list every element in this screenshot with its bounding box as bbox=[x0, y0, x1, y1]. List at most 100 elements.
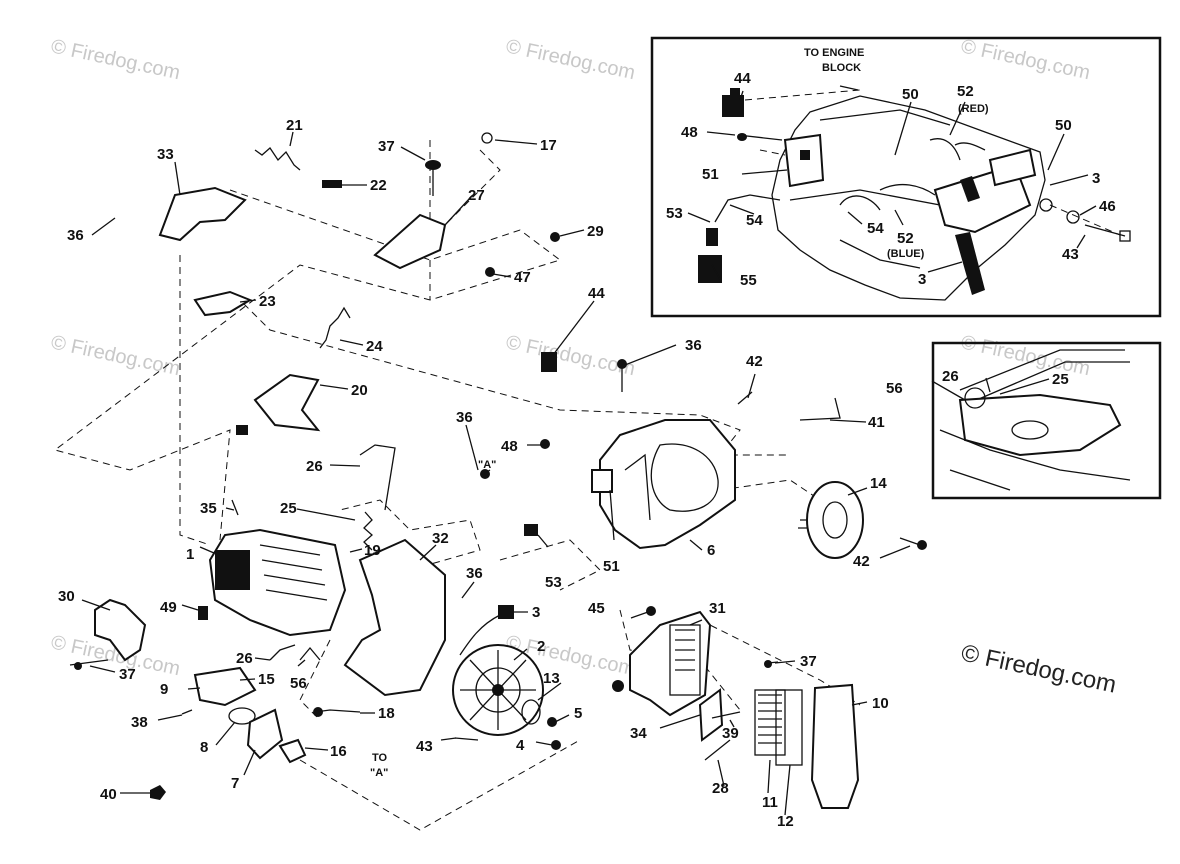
callout-20: 20 bbox=[351, 382, 368, 399]
callout-10: 10 bbox=[872, 695, 889, 712]
callout-3: 3 bbox=[918, 271, 926, 288]
callout-5: 5 bbox=[574, 705, 582, 722]
note-ref-a: "A" bbox=[478, 459, 496, 471]
callout-31: 31 bbox=[709, 600, 726, 617]
note-a: "A" bbox=[370, 767, 388, 779]
callout-34: 34 bbox=[630, 725, 647, 742]
callout-47: 47 bbox=[514, 269, 531, 286]
callout-45: 45 bbox=[588, 600, 605, 617]
note-arrow bbox=[839, 85, 859, 91]
callout-23: 23 bbox=[259, 293, 276, 310]
watermark: © Firedog.com bbox=[49, 331, 182, 380]
callout-44: 44 bbox=[588, 285, 605, 302]
callout-25: 25 bbox=[280, 500, 297, 517]
callout-42: 42 bbox=[746, 353, 763, 370]
callout-6: 6 bbox=[707, 542, 715, 559]
callout-26: 26 bbox=[942, 368, 959, 385]
callout-39: 39 bbox=[722, 725, 739, 742]
callout-32: 32 bbox=[432, 530, 449, 547]
callout-36: 36 bbox=[67, 227, 84, 244]
watermark-large: © Firedog.com bbox=[959, 639, 1119, 698]
callout-44: 44 bbox=[734, 70, 751, 87]
inset-ignition-box bbox=[650, 36, 1162, 318]
callout-19: 19 bbox=[364, 542, 381, 559]
leader-lines bbox=[81, 90, 1097, 816]
callout-27: 27 bbox=[468, 187, 485, 204]
callout-43: 43 bbox=[416, 738, 433, 755]
callout-36: 36 bbox=[456, 409, 473, 426]
callout-2: 2 bbox=[537, 638, 545, 655]
inset-linkage-drawing bbox=[939, 349, 1131, 491]
callout-42: 42 bbox=[853, 553, 870, 570]
callout-54: 54 bbox=[746, 212, 763, 229]
callout-18: 18 bbox=[378, 705, 395, 722]
callout-52: 52 bbox=[897, 230, 914, 247]
inset-linkage-box bbox=[931, 341, 1162, 500]
watermark: © Firedog.com bbox=[959, 331, 1092, 380]
callout-14: 14 bbox=[870, 475, 887, 492]
callout-46: 46 bbox=[1099, 198, 1116, 215]
callout-labels: 1 2 3 3 3 4 5 6 7 8 9 10 11 12 13 14 15 … bbox=[58, 70, 1116, 830]
callout-30: 30 bbox=[58, 588, 75, 605]
callout-8: 8 bbox=[200, 739, 208, 756]
callout-54: 54 bbox=[867, 220, 884, 237]
callout-1: 1 bbox=[186, 546, 194, 563]
callout-12: 12 bbox=[777, 813, 794, 830]
callout-38: 38 bbox=[131, 714, 148, 731]
callout-21: 21 bbox=[286, 117, 303, 134]
callout-56: 56 bbox=[290, 675, 307, 692]
callout-16: 16 bbox=[330, 743, 347, 760]
callout-50: 50 bbox=[902, 86, 919, 103]
note-blue: (BLUE) bbox=[887, 248, 925, 260]
callout-29: 29 bbox=[587, 223, 604, 240]
callout-11: 11 bbox=[762, 794, 778, 811]
callout-25: 25 bbox=[1052, 371, 1069, 388]
diagram-notes: TO ENGINE BLOCK (RED) (BLUE) "A" TO "A" bbox=[370, 47, 989, 779]
callout-15: 15 bbox=[258, 671, 275, 688]
callout-51: 51 bbox=[603, 558, 620, 575]
callout-3: 3 bbox=[532, 604, 540, 621]
callout-24: 24 bbox=[366, 338, 383, 355]
callout-56: 56 bbox=[886, 380, 903, 397]
main-assembly-drawing bbox=[53, 132, 927, 831]
callout-52: 52 bbox=[957, 83, 974, 100]
callout-17: 17 bbox=[540, 137, 557, 154]
callout-37: 37 bbox=[800, 653, 817, 670]
callout-13: 13 bbox=[543, 670, 560, 687]
callout-3: 3 bbox=[1092, 170, 1100, 187]
callout-37: 37 bbox=[119, 666, 136, 683]
callout-35: 35 bbox=[200, 500, 217, 517]
callout-43: 43 bbox=[1062, 246, 1079, 263]
callout-50: 50 bbox=[1055, 117, 1072, 134]
callout-26: 26 bbox=[236, 650, 253, 667]
callout-9: 9 bbox=[160, 681, 168, 698]
watermark: © Firedog.com bbox=[504, 35, 637, 84]
callout-26: 26 bbox=[306, 458, 323, 475]
callout-48: 48 bbox=[501, 438, 518, 455]
callout-36: 36 bbox=[466, 565, 483, 582]
callout-53: 53 bbox=[545, 574, 562, 591]
note-to: TO bbox=[372, 752, 388, 764]
callout-28: 28 bbox=[712, 780, 729, 797]
callout-4: 4 bbox=[516, 737, 525, 754]
callout-49: 49 bbox=[160, 599, 177, 616]
callout-37: 37 bbox=[378, 138, 395, 155]
callout-7: 7 bbox=[231, 775, 239, 792]
callout-33: 33 bbox=[157, 146, 174, 163]
inset-ignition-drawing bbox=[698, 88, 1131, 301]
callout-53: 53 bbox=[666, 205, 683, 222]
note-red: (RED) bbox=[958, 103, 989, 115]
watermark: © Firedog.com bbox=[959, 35, 1092, 84]
callout-55: 55 bbox=[740, 272, 757, 289]
note-block: BLOCK bbox=[822, 62, 861, 74]
callout-22: 22 bbox=[370, 177, 387, 194]
callout-36: 36 bbox=[685, 337, 702, 354]
watermark: © Firedog.com bbox=[504, 331, 637, 380]
callout-41: 41 bbox=[868, 414, 885, 431]
callout-51: 51 bbox=[702, 166, 719, 183]
callout-40: 40 bbox=[100, 786, 117, 803]
callout-48: 48 bbox=[681, 124, 698, 141]
note-to-engine: TO ENGINE bbox=[804, 47, 864, 59]
watermark: © Firedog.com bbox=[49, 35, 182, 84]
